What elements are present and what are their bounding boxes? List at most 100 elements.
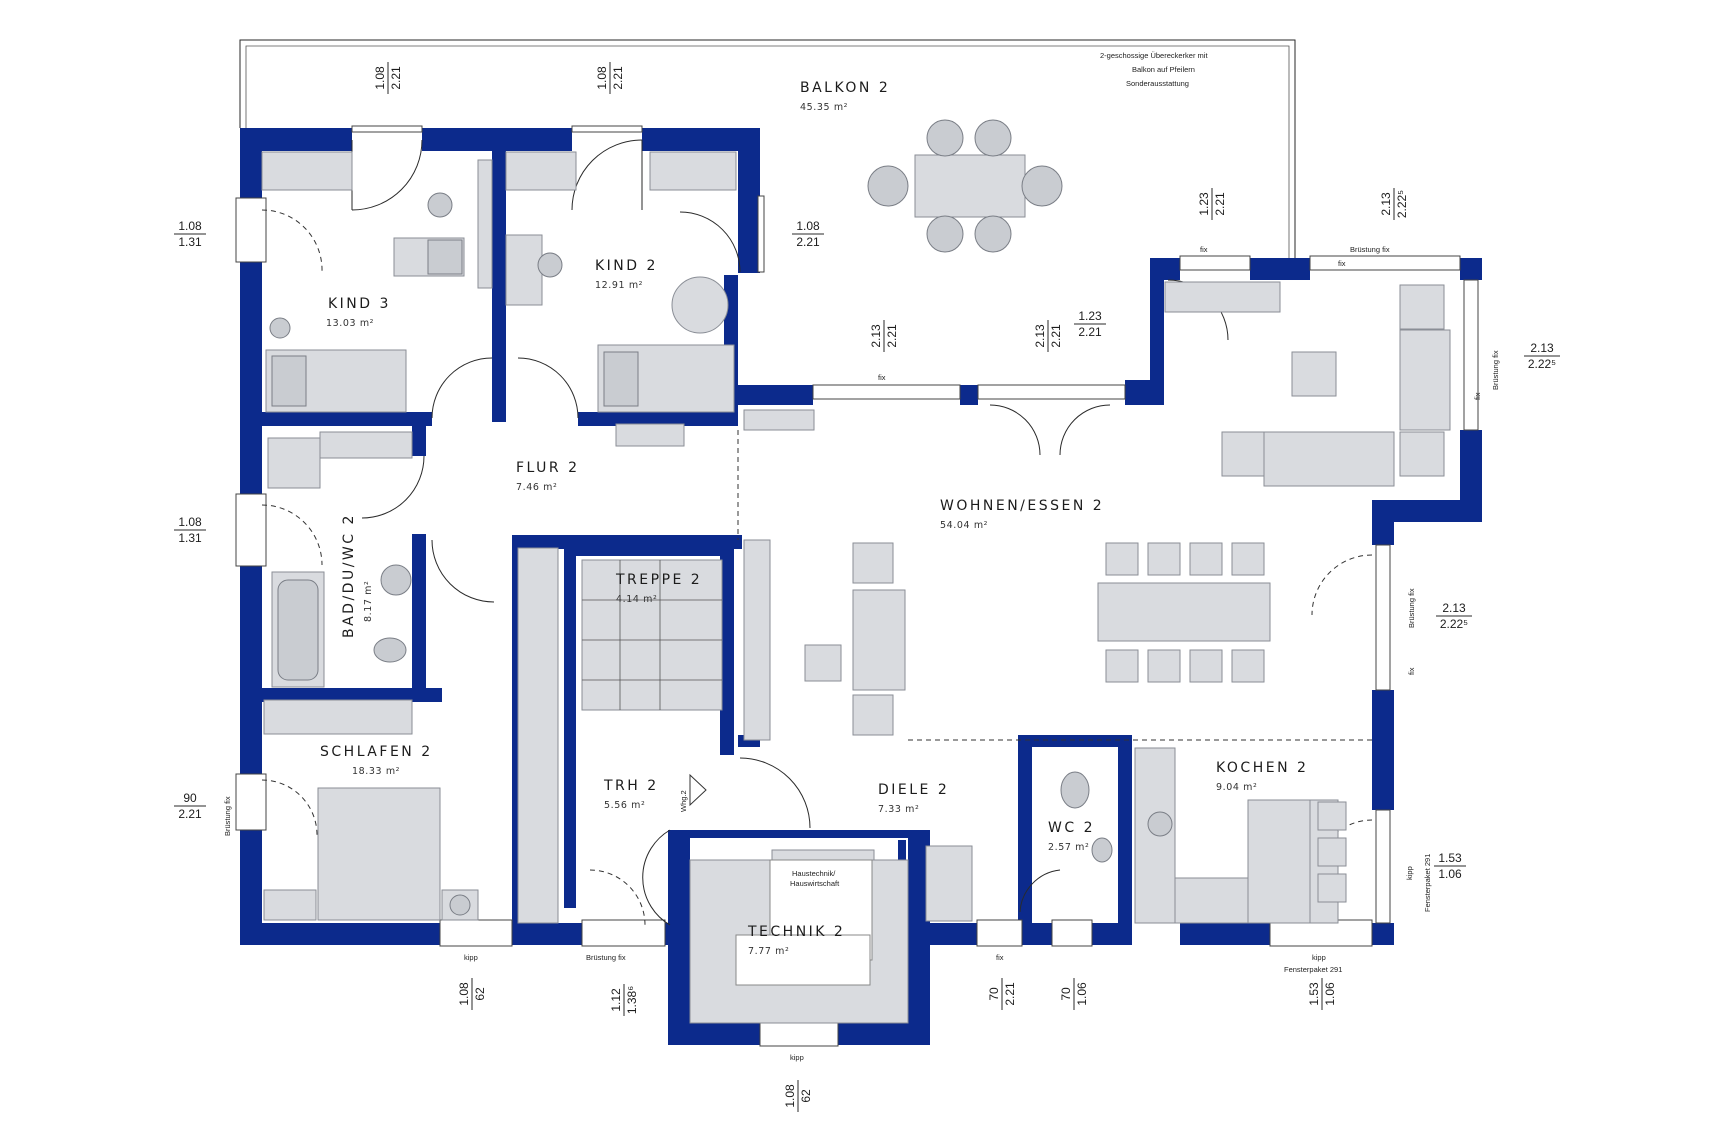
svg-text:2.21: 2.21 — [796, 235, 820, 249]
svg-text:2.21: 2.21 — [1213, 192, 1227, 216]
room-wc-name: WC 2 — [1048, 820, 1095, 836]
window-label-brustung-4: Brüstung fix — [223, 796, 232, 836]
svg-text:2.21: 2.21 — [885, 324, 899, 348]
whg-label: Whg.2 — [679, 790, 688, 812]
window-label-kipp-2: kipp — [1312, 953, 1326, 962]
dimension-label: 1.53 1.06 — [1434, 851, 1466, 881]
balcony-outline — [239, 39, 1296, 258]
dimension-label: 70 1.06 — [1059, 978, 1089, 1010]
svg-text:2.22⁵: 2.22⁵ — [1440, 617, 1468, 631]
svg-text:2.22⁵: 2.22⁵ — [1528, 357, 1556, 371]
balkon-note-line-3: Sonderausstattung — [1126, 79, 1189, 88]
dimension-label: 1.23 2.21 — [1074, 309, 1106, 339]
window-label-kipp-3: kipp — [790, 1053, 804, 1062]
svg-text:2.21: 2.21 — [389, 66, 403, 90]
svg-text:2.13: 2.13 — [1442, 601, 1466, 615]
room-flur-name: FLUR 2 — [516, 460, 580, 476]
room-bad-area: 8.17 m² — [363, 581, 374, 622]
room-schlafen-name: SCHLAFEN 2 — [320, 744, 433, 760]
dimension-label: 2.13 2.22⁵ — [1524, 341, 1560, 371]
svg-text:90: 90 — [183, 791, 197, 805]
svg-text:1.06: 1.06 — [1075, 982, 1089, 1006]
svg-text:2.21: 2.21 — [178, 807, 202, 821]
svg-text:62: 62 — [799, 1089, 813, 1103]
svg-text:2.21: 2.21 — [611, 66, 625, 90]
room-treppe-name: TREPPE 2 — [615, 572, 702, 588]
haustechnik-label-2: Hauswirtschaft — [790, 879, 840, 888]
dimension-label: 1.08 1.31 — [174, 515, 206, 545]
room-wohnen-area: 54.04 m² — [940, 520, 988, 531]
balkon-note-line-2: Balkon auf Pfeilern — [1132, 65, 1195, 74]
window-label-fix-1: fix — [1200, 245, 1208, 254]
room-trh-area: 5.56 m² — [604, 800, 645, 811]
svg-text:2.21: 2.21 — [1003, 982, 1017, 1006]
room-treppe-area: 4.14 m² — [616, 594, 657, 605]
svg-text:1.08: 1.08 — [457, 982, 471, 1006]
svg-text:1.12: 1.12 — [609, 988, 623, 1012]
svg-text:2.13: 2.13 — [1530, 341, 1554, 355]
dimension-label: 1.08 2.21 — [373, 62, 403, 94]
svg-text:62: 62 — [473, 987, 487, 1001]
svg-text:1.08: 1.08 — [783, 1084, 797, 1108]
room-kind2-name: KIND 2 — [595, 258, 658, 274]
window-label-brustung-2: Brüstung fix — [1491, 350, 1500, 390]
room-balkon-area: 45.35 m² — [800, 102, 848, 113]
room-kind3-name: KIND 3 — [328, 296, 391, 312]
dimension-label: 1.08 62 — [457, 978, 487, 1010]
svg-text:2.13: 2.13 — [1379, 192, 1393, 216]
svg-text:1.23: 1.23 — [1078, 309, 1102, 323]
window-label-fix-4: fix — [1473, 392, 1482, 400]
window-label-kipp-4: kipp — [1405, 866, 1414, 880]
svg-text:2.21: 2.21 — [1078, 325, 1102, 339]
dimension-label: 1.23 2.21 — [1197, 188, 1227, 220]
room-bad-name: BAD/DU/WC 2 — [341, 513, 357, 638]
dimension-label: 1.08 2.21 — [595, 62, 625, 94]
dimension-label: 70 2.21 — [987, 978, 1017, 1010]
room-kind2-area: 12.91 m² — [595, 280, 643, 291]
dimension-label: 1.08 62 — [783, 1080, 813, 1112]
window-label-fix-5: fix — [1407, 667, 1416, 675]
window-label-brustung-5: Brüstung fix — [586, 953, 626, 962]
room-diele-name: DIELE 2 — [878, 782, 949, 798]
svg-text:1.53: 1.53 — [1438, 851, 1462, 865]
balkon-note-line-1: 2-geschossige Übereckerker mit — [1100, 51, 1208, 60]
room-flur-area: 7.46 m² — [516, 482, 557, 493]
room-wohnen-name: WOHNEN/ESSEN 2 — [940, 498, 1104, 514]
dimension-label: 2.13 2.21 — [869, 320, 899, 352]
svg-text:1.08: 1.08 — [595, 66, 609, 90]
room-kochen-name: KOCHEN 2 — [1216, 760, 1308, 776]
svg-text:1.31: 1.31 — [178, 235, 202, 249]
window-label-fensterpaket-1: Fensterpaket 291 — [1284, 965, 1342, 974]
dimension-label: 1.08 2.21 — [792, 219, 824, 249]
svg-text:70: 70 — [1059, 987, 1073, 1001]
svg-text:1.53: 1.53 — [1307, 982, 1321, 1006]
svg-text:1.08: 1.08 — [178, 219, 202, 233]
room-balkon-name: BALKON 2 — [800, 80, 890, 96]
window-label-fensterpaket-2: Fensterpaket 291 — [1423, 854, 1432, 912]
dimension-label: 1.12 1.38⁶ — [609, 984, 639, 1016]
dimension-label: 2.13 2.21 — [1033, 320, 1063, 352]
dimension-label: 90 2.21 — [174, 791, 206, 821]
dimension-labels: 1.08 2.21 1.08 2.21 1.08 1.31 1.08 2.21 … — [174, 62, 1560, 1112]
room-schlafen-area: 18.33 m² — [352, 766, 400, 777]
room-kind3-area: 13.03 m² — [326, 318, 374, 329]
window-label-kipp-1: kipp — [464, 953, 478, 962]
walls — [240, 128, 1482, 1045]
room-technik-name: TECHNIK 2 — [747, 924, 845, 940]
svg-text:1.06: 1.06 — [1438, 867, 1462, 881]
svg-text:1.38⁶: 1.38⁶ — [625, 986, 639, 1014]
notes: 2-geschossige Übereckerker mit Balkon au… — [679, 51, 1208, 888]
dimension-label: 2.13 2.22⁵ — [1379, 188, 1409, 220]
room-technik-area: 7.77 m² — [748, 946, 789, 957]
svg-text:2.13: 2.13 — [869, 324, 883, 348]
dimension-label: 2.13 2.22⁵ — [1436, 601, 1472, 631]
room-diele-area: 7.33 m² — [878, 804, 919, 815]
svg-text:70: 70 — [987, 987, 1001, 1001]
dashed-divisions — [737, 430, 1372, 741]
window-label-brustung-1: Brüstung fix — [1350, 245, 1390, 254]
window-label-fix-3: fix — [878, 373, 886, 382]
svg-text:1.23: 1.23 — [1197, 192, 1211, 216]
svg-text:2.13: 2.13 — [1033, 324, 1047, 348]
window-label-fix-2: fix — [1338, 259, 1346, 268]
